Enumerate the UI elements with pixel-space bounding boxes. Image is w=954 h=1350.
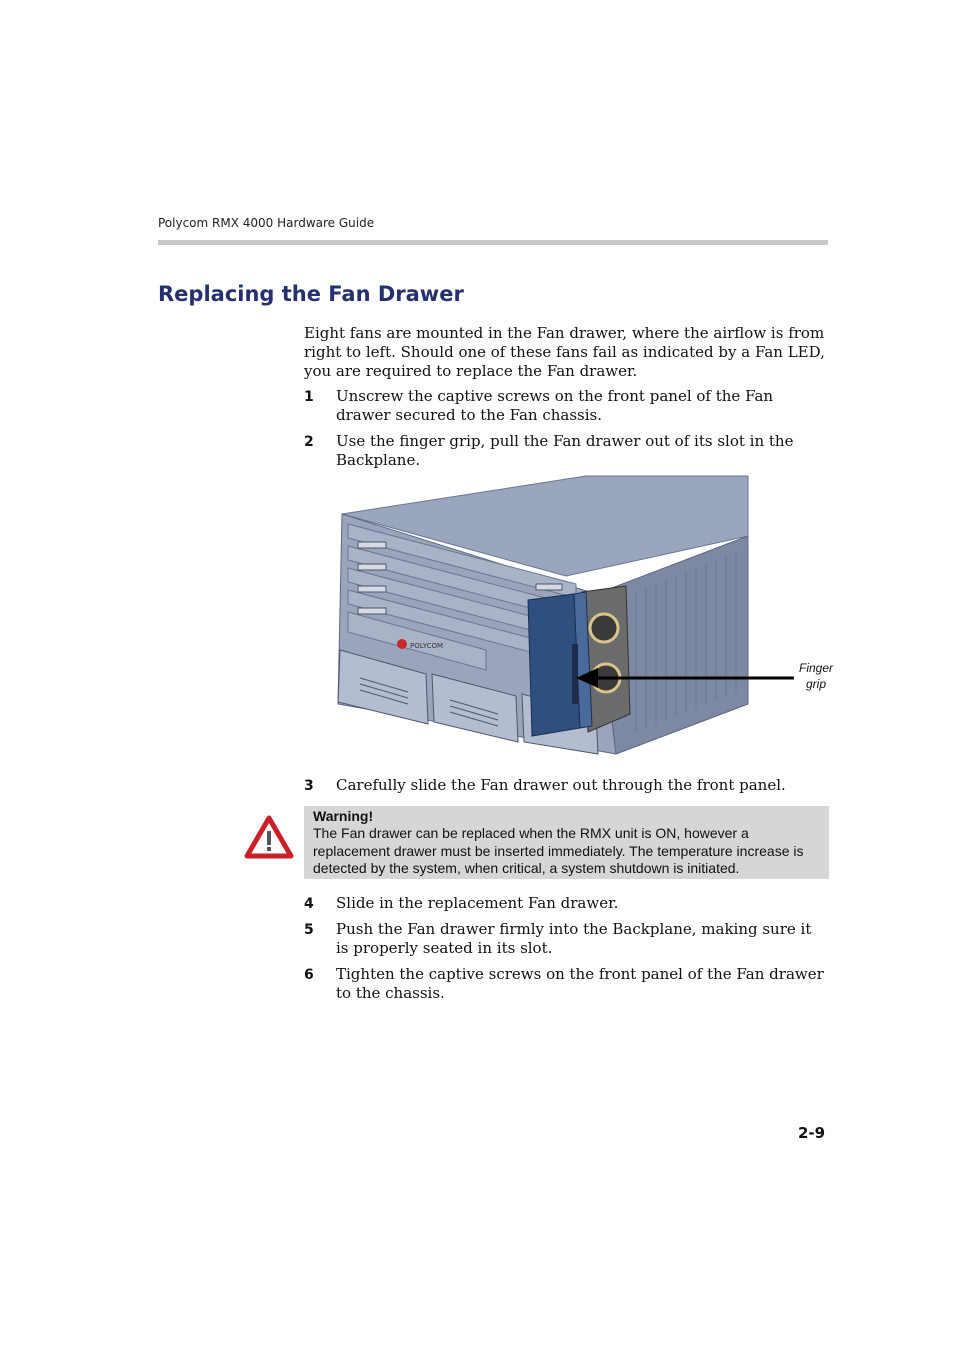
polycom-logo-mark bbox=[397, 639, 407, 649]
step-text: Push the Fan drawer firmly into the Back… bbox=[336, 920, 812, 957]
finger-grip-label: Finger grip bbox=[798, 661, 833, 691]
side-vent bbox=[635, 552, 737, 732]
warning-box: Warning! The Fan drawer can be replaced … bbox=[304, 806, 829, 879]
callout-arrowhead bbox=[576, 668, 598, 688]
step-number: 3 bbox=[304, 778, 314, 794]
fan-1 bbox=[588, 612, 620, 644]
header-rule bbox=[158, 240, 828, 245]
step-number: 2 bbox=[304, 434, 314, 450]
running-header: Polycom RMX 4000 Hardware Guide bbox=[158, 216, 375, 230]
power-supply-grilles bbox=[359, 677, 499, 727]
finger-grip bbox=[572, 644, 578, 704]
step-number: 6 bbox=[304, 967, 314, 983]
page-number: 2-9 bbox=[798, 1124, 826, 1142]
card-handles bbox=[357, 541, 563, 615]
intro-paragraph: Eight fans are mounted in the Fan drawer… bbox=[304, 324, 825, 380]
step-number: 5 bbox=[304, 922, 314, 938]
step-text: Slide in the replacement Fan drawer. bbox=[336, 894, 619, 912]
warning-title: Warning! bbox=[313, 808, 374, 824]
step-text: Use the finger grip, pull the Fan drawer… bbox=[336, 432, 794, 469]
brand-label: POLYCOM bbox=[410, 642, 443, 650]
rmx-chassis-illustration: POLYCOM bbox=[337, 475, 794, 755]
step-text: Unscrew the captive screws on the front … bbox=[336, 387, 774, 424]
warning-triangle-icon bbox=[244, 815, 294, 859]
chassis-top bbox=[341, 475, 749, 577]
step-text: Carefully slide the Fan drawer out throu… bbox=[336, 776, 786, 794]
section-title: Replacing the Fan Drawer bbox=[158, 282, 464, 306]
step-text: Tighten the captive screws on the front … bbox=[336, 965, 824, 1002]
warning-text: The Fan drawer can be replaced when the … bbox=[313, 825, 804, 876]
step-number: 1 bbox=[304, 389, 314, 405]
card-slots bbox=[347, 523, 577, 671]
step-number: 4 bbox=[304, 896, 314, 912]
